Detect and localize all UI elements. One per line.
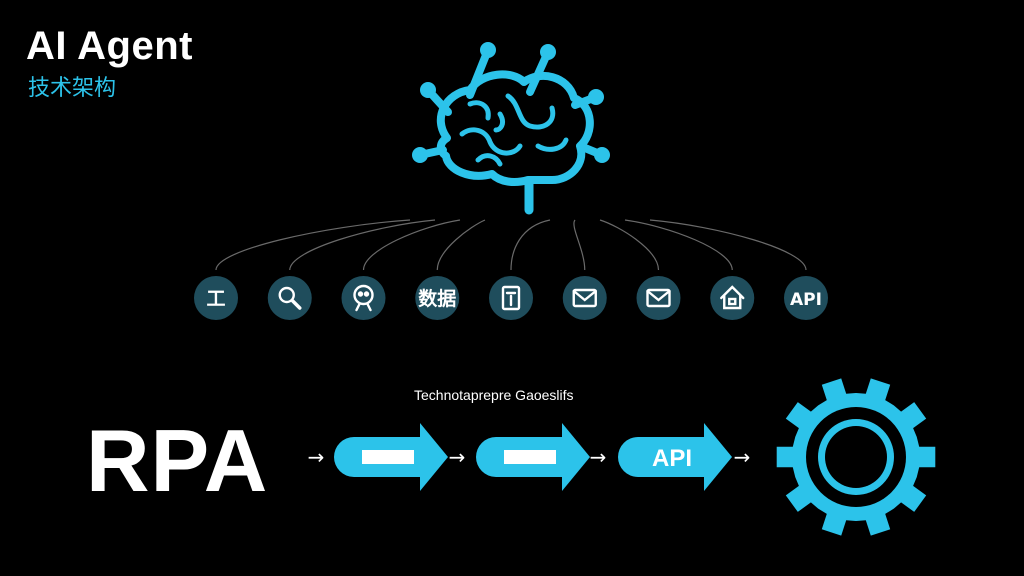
- step-arrow-shape: [618, 423, 732, 491]
- page-subtitle: 技术架构: [28, 76, 117, 101]
- connector-line: [624, 219, 733, 271]
- connector-line: [215, 219, 411, 271]
- mail-icon: [646, 288, 671, 308]
- pipeline-step: [476, 423, 590, 491]
- pipeline-step: [334, 423, 448, 491]
- flow-arrow: →: [734, 445, 751, 469]
- tool-node-tool-icon[interactable]: 工: [194, 276, 238, 320]
- tool-node-home-icon[interactable]: [710, 276, 755, 320]
- document-icon: [501, 285, 521, 311]
- mail-icon: [572, 288, 597, 308]
- data-icon: 数据: [418, 287, 456, 310]
- api-icon: API: [790, 290, 822, 310]
- bar-icon: [362, 450, 414, 464]
- connector-line: [436, 219, 486, 271]
- tool-node-data-icon[interactable]: 数据: [415, 276, 460, 320]
- connector-line: [649, 219, 807, 271]
- brain-circuit-icon: [416, 46, 606, 215]
- tool-node-mail-icon[interactable]: [562, 276, 607, 320]
- pipeline-step: API: [618, 423, 732, 491]
- tool-icon: 工: [206, 288, 225, 310]
- tool-node-search-icon[interactable]: [267, 276, 312, 320]
- tool-row: 工 数据 API: [194, 276, 828, 320]
- tool-node-api-icon[interactable]: API: [784, 276, 828, 320]
- tool-label: API: [790, 290, 822, 310]
- page-title: AI Agent: [26, 24, 193, 68]
- flow-arrow: →: [449, 445, 466, 469]
- connector-line: [573, 219, 586, 271]
- tool-node-mail-icon[interactable]: [636, 276, 681, 320]
- search-icon: [278, 286, 302, 310]
- connector-lines: [215, 219, 807, 271]
- tool-label: 数据: [418, 287, 456, 310]
- connector-line: [362, 219, 461, 271]
- home-icon: [720, 285, 745, 310]
- connector-line: [289, 219, 436, 271]
- pipeline-caption: Technotaprepre Gaoeslifs: [414, 387, 574, 403]
- bar-icon: [504, 450, 556, 464]
- flow-arrow: →: [308, 445, 325, 469]
- brain-hub: [412, 42, 610, 215]
- connector-line: [510, 219, 551, 271]
- agent-icon: [353, 284, 374, 312]
- tool-node-document-icon[interactable]: [489, 276, 533, 320]
- tool-label: 工: [206, 288, 225, 310]
- step-label: API: [652, 445, 692, 472]
- connector-line: [599, 219, 660, 271]
- rpa-label: RPA: [86, 411, 269, 510]
- gear-icon: [776, 378, 936, 536]
- flow-arrow: →: [590, 445, 607, 469]
- tool-node-agent-icon[interactable]: [341, 276, 386, 320]
- pipeline-flow: → → → → API: [308, 423, 751, 491]
